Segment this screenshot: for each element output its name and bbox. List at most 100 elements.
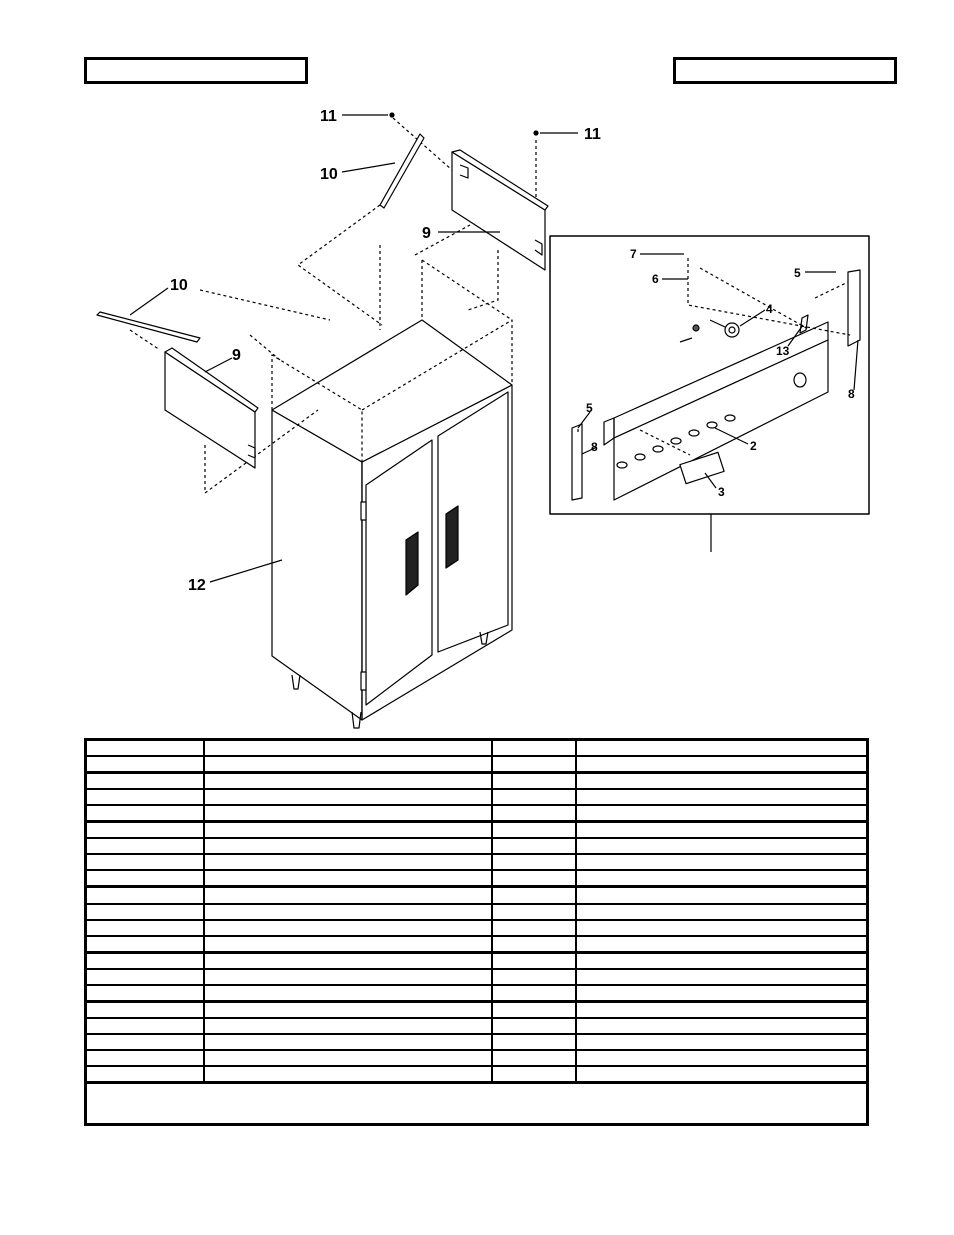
table-cell (490, 804, 577, 823)
callout-11-right: 11 (584, 126, 601, 143)
detail-callout-13: 13 (776, 344, 790, 358)
table-cell (490, 837, 577, 856)
table-row (84, 999, 869, 1019)
table-cell (84, 738, 205, 758)
part-11-screw-right (533, 130, 539, 136)
table-row (84, 837, 869, 856)
detail-callout-8-right: 8 (848, 387, 855, 401)
table-cell (490, 885, 577, 905)
table-cell (490, 902, 577, 921)
table-cell (84, 804, 205, 823)
callout-12: 12 (188, 577, 206, 594)
callout-10-top: 10 (320, 166, 338, 183)
table-cell (490, 934, 577, 954)
table-cell (490, 983, 577, 1003)
detail-callout-3: 3 (718, 485, 725, 499)
table-cell (84, 820, 205, 840)
table-row (84, 950, 869, 970)
table-cell (490, 788, 577, 807)
table-cell (202, 918, 493, 937)
table-cell (84, 1064, 205, 1084)
callout-leaders (129, 114, 712, 583)
table-cell (84, 983, 205, 1003)
parts-list-table (84, 738, 869, 1126)
table-row (84, 771, 869, 791)
callout-labels-main: 11 10 11 9 10 9 12 (170, 108, 601, 594)
table-cell (490, 999, 577, 1019)
detail-callout-8-left: 8 (591, 440, 598, 454)
table-row (84, 804, 869, 823)
table-cell (202, 967, 493, 986)
assembly-guide-lines (129, 117, 537, 494)
detail-callout-5-left: 5 (586, 401, 593, 415)
detail-callout-2: 2 (750, 439, 757, 453)
table-cell (202, 934, 493, 954)
header-box-left (84, 57, 308, 84)
exploded-parts-diagram: 11 10 11 9 10 9 12 7 6 5 4 13 8 5 8 2 3 (96, 108, 870, 729)
table-row (84, 967, 869, 986)
detail-callout-7: 7 (630, 247, 637, 261)
table-cell (574, 820, 869, 840)
table-cell (84, 788, 205, 807)
table-cell (84, 837, 205, 856)
table-row (84, 1048, 869, 1067)
table-cell (490, 820, 577, 840)
table-cell (490, 918, 577, 937)
table-cell (574, 983, 869, 1003)
table-row (84, 820, 869, 840)
table-cell (574, 738, 869, 758)
table-cell (202, 1032, 493, 1051)
table-cell (202, 738, 493, 758)
table-cell (202, 885, 493, 905)
table-cell (84, 934, 205, 954)
table-note (84, 1081, 869, 1126)
table-cell (574, 1064, 869, 1084)
part-10-left-trim (96, 311, 201, 343)
table-cell (202, 902, 493, 921)
table-cell (84, 1032, 205, 1051)
detail-callout-4: 4 (766, 302, 773, 316)
table-cell (574, 885, 869, 905)
table-cell (490, 853, 577, 872)
table-cell (490, 1016, 577, 1035)
part-10-top-trim (379, 133, 425, 209)
parts-table-body (84, 738, 869, 1126)
table-row (84, 1064, 869, 1084)
table-cell (202, 950, 493, 970)
table-cell (574, 1032, 869, 1051)
table-cell (574, 788, 869, 807)
table-cell (574, 1048, 869, 1067)
table-cell (202, 869, 493, 888)
table-cell (490, 869, 577, 888)
table-cell (84, 967, 205, 986)
table-cell (84, 885, 205, 905)
callout-10-left: 10 (170, 277, 188, 294)
table-cell (490, 1032, 577, 1051)
table-cell (202, 837, 493, 856)
detail-control-panel (571, 253, 861, 501)
table-cell (84, 999, 205, 1019)
detail-callout-6: 6 (652, 272, 659, 286)
table-cell (84, 755, 205, 774)
callout-9-left: 9 (232, 347, 241, 364)
table-cell (84, 771, 205, 791)
table-note-row (84, 1081, 869, 1126)
table-cell (574, 934, 869, 954)
table-cell (202, 983, 493, 1003)
table-cell (84, 950, 205, 970)
table-row (84, 918, 869, 937)
table-cell (574, 755, 869, 774)
table-cell (84, 853, 205, 872)
table-row (84, 788, 869, 807)
table-cell (490, 771, 577, 791)
table-row (84, 738, 869, 758)
table-cell (490, 1048, 577, 1067)
table-cell (574, 967, 869, 986)
table-cell (202, 804, 493, 823)
table-cell (202, 853, 493, 872)
table-cell (490, 755, 577, 774)
table-cell (202, 820, 493, 840)
table-cell (202, 1064, 493, 1084)
table-cell (84, 902, 205, 921)
detail-box (549, 235, 870, 515)
